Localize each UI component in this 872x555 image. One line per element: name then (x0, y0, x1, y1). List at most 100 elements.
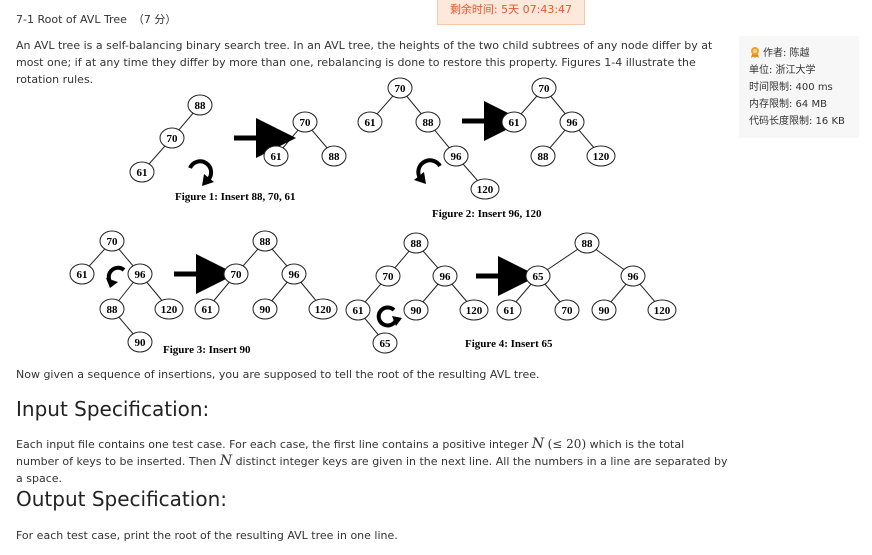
tree-node-circle (531, 77, 557, 99)
tree-node-label: 70 (107, 236, 119, 248)
tree-node-label: 96 (628, 271, 640, 283)
tree-node-fig1-before-n88: 88 (187, 94, 213, 116)
question-paragraph: Now given a sequence of insertions, you … (16, 368, 540, 381)
tree-node-circle (432, 265, 458, 287)
tree-node-fig1-before-n70: 70 (159, 127, 185, 149)
tree-node-fig4-after-n88: 88 (574, 232, 600, 254)
tree-node-fig3-before-n90: 90 (127, 331, 153, 353)
tree-node-fig2-before-n96: 96 (443, 145, 469, 167)
tree-node-label: 96 (289, 269, 301, 281)
output-spec-paragraph: For each test case, print the root of th… (16, 529, 398, 542)
tree-node-label: 96 (440, 271, 452, 283)
tree-node-circle (496, 299, 522, 321)
code-limit-text: 代码长度限制: 16 KB (749, 116, 845, 127)
tree-node-circle (127, 331, 153, 353)
tree-node-fig2-before-n61: 61 (357, 111, 383, 133)
tree-node-circle (403, 299, 429, 321)
tree-node-circle (223, 263, 249, 285)
tree-node-fig3-before-n120: 120 (154, 298, 184, 320)
tree-node-fig2-after-n61: 61 (501, 111, 527, 133)
tree-node-circle (252, 298, 278, 320)
tree-node-label: 96 (567, 117, 579, 129)
problem-title-text: 7-1 Root of AVL Tree (16, 13, 127, 26)
tree-node-label: 61 (353, 305, 364, 317)
tree-node-circle (321, 145, 347, 167)
tree-node-label: 90 (599, 305, 611, 317)
tree-node-circle (69, 263, 95, 285)
tree-node-circle (387, 77, 413, 99)
tree-node-circle (357, 111, 383, 133)
tree-node-fig2-before-n70: 70 (387, 77, 413, 99)
input-spec-heading: Input Specification: (16, 397, 210, 421)
tree-node-circle (525, 265, 551, 287)
tree-node-fig2-before-n120: 120 (470, 178, 500, 200)
tree-node-circle (530, 145, 556, 167)
tree-node-label: 120 (161, 304, 178, 316)
problem-score: （7 分） (132, 13, 177, 26)
input-spec-text-c: distinct integer keys are given in the n… (16, 455, 728, 485)
tree-node-label: 88 (329, 151, 341, 163)
input-spec-text-b: which is the total number of keys to be … (16, 438, 685, 468)
tree-node-label: 61 (137, 167, 148, 179)
tree-node-label: 88 (107, 304, 119, 316)
tree-node-circle (443, 145, 469, 167)
tree-node-label: 90 (260, 304, 272, 316)
tree-node-fig4-before-n70: 70 (375, 265, 401, 287)
rotate-counterclockwise-icon (416, 158, 442, 180)
tree-node-circle (372, 332, 398, 354)
tree-node-circle (574, 232, 600, 254)
tree-node-label: 61 (77, 269, 88, 281)
tree-node-circle (127, 263, 153, 285)
tree-node-fig4-after-n61: 61 (496, 299, 522, 321)
tree-node-circle (647, 299, 677, 321)
tree-node-label: 120 (477, 184, 494, 196)
tree-node-circle (586, 145, 616, 167)
tree-node-fig1-after-n61: 61 (263, 145, 289, 167)
tree-node-circle (129, 161, 155, 183)
tree-node-fig3-after-n120: 120 (308, 298, 338, 320)
unit-text: 单位: 浙江大学 (749, 65, 816, 76)
output-spec-heading: Output Specification: (16, 487, 227, 511)
transform-arrows (174, 101, 538, 296)
tree-node-circle (345, 299, 371, 321)
figure3-caption: Figure 3: Insert 90 (163, 344, 251, 356)
tree-node-fig4-before-n120: 120 (459, 299, 489, 321)
tree-node-circle (292, 111, 318, 133)
tree-node-circle (252, 230, 278, 252)
tree-node-circle (194, 298, 220, 320)
tree-node-fig3-before-n61: 61 (69, 263, 95, 285)
rotate-counterclockwise-icon (376, 305, 398, 328)
input-spec-paragraph: Each input file contains one test case. … (16, 436, 728, 487)
countdown-timer: 剩余时间: 5天 07:43:47 (437, 0, 585, 25)
tree-node-label: 70 (167, 133, 179, 145)
tree-node-label: 120 (654, 305, 671, 317)
tree-node-fig3-after-n88: 88 (252, 230, 278, 252)
tree-node-circle (308, 298, 338, 320)
tree-node-circle (559, 111, 585, 133)
figure2-caption: Figure 2: Insert 96, 120 (432, 208, 542, 220)
memory-limit-text: 内存限制: 64 MB (749, 99, 827, 110)
tree-node-label: 65 (380, 338, 392, 350)
tree-node-label: 70 (395, 83, 407, 95)
tree-node-fig2-after-n96: 96 (559, 111, 585, 133)
tree-node-fig3-after-n96: 96 (281, 263, 307, 285)
figure4-caption: Figure 4: Insert 65 (465, 338, 553, 350)
tree-node-label: 88 (411, 238, 423, 250)
tree-node-circle (415, 111, 441, 133)
author-row: 作者: 陈越 (749, 45, 849, 62)
tree-node-label: 61 (365, 117, 376, 129)
tree-node-label: 70 (231, 269, 243, 281)
tree-node-label: 88 (582, 238, 594, 250)
tree-node-fig2-after-n70: 70 (531, 77, 557, 99)
tree-node-label: 88 (423, 117, 435, 129)
tree-node-circle (187, 94, 213, 116)
tree-node-label: 61 (504, 305, 515, 317)
tree-node-fig2-after-n120: 120 (586, 145, 616, 167)
tree-node-label: 96 (135, 269, 147, 281)
tree-node-fig4-after-n120: 120 (647, 299, 677, 321)
tree-node-circle (459, 299, 489, 321)
tree-node-fig4-after-n65: 65 (525, 265, 551, 287)
tree-node-fig2-after-n88: 88 (530, 145, 556, 167)
tree-node-fig3-before-n70: 70 (99, 230, 125, 252)
tree-node-fig3-after-n61: 61 (194, 298, 220, 320)
